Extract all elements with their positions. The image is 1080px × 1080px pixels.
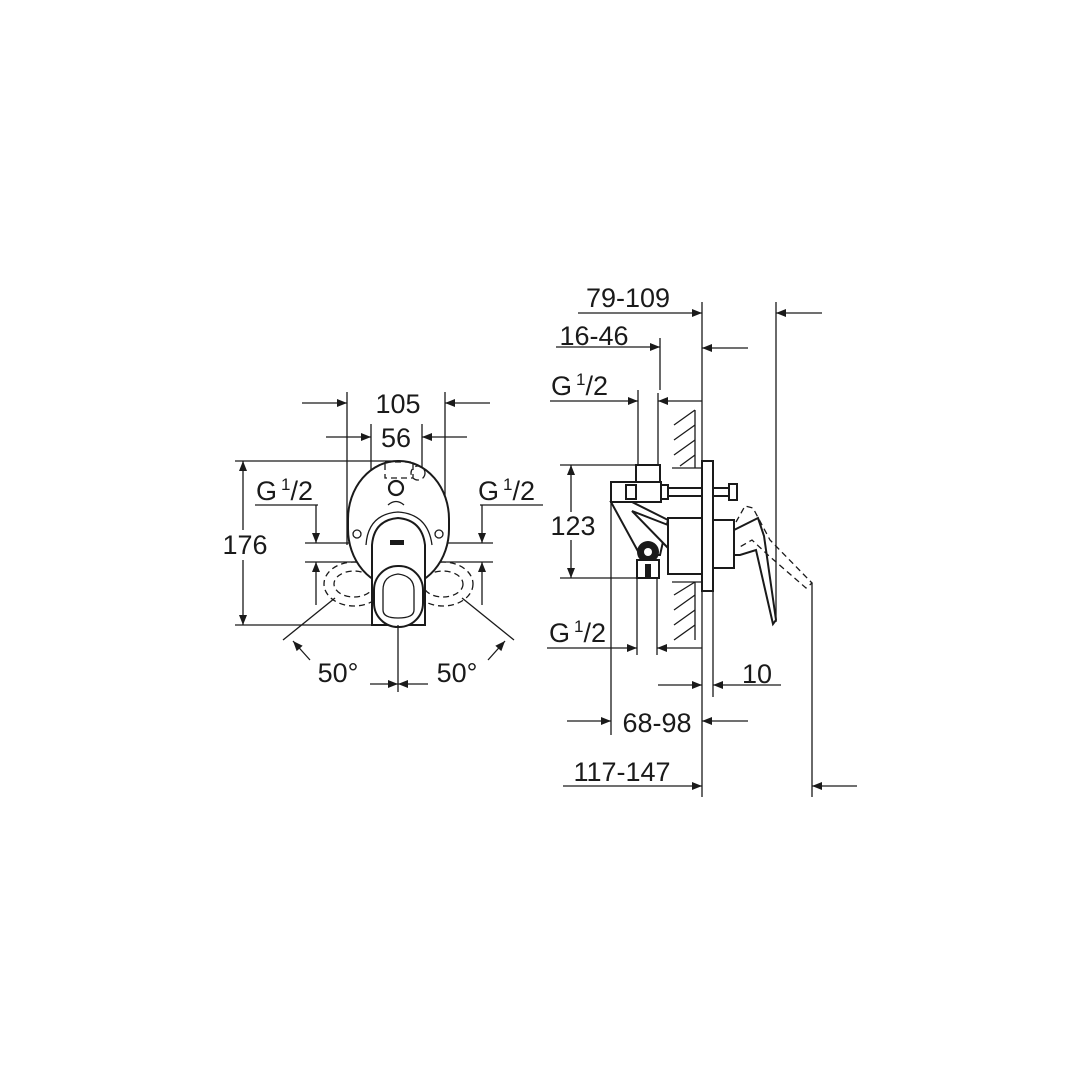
valve-body-side [609,464,738,579]
dimension-label: 117-147 [573,757,670,787]
dimension-label: 68-98 [622,708,691,738]
dimension-176: 176 [222,460,400,626]
dimension-label: 10 [742,659,772,689]
dimension-label: 123 [550,511,595,541]
dimension-label: 105 [375,389,420,419]
dimension-16-46: 16-46 [556,321,748,390]
angle-label-left: 50° [318,658,359,688]
lever-side [733,516,778,627]
wall-hatching [672,409,702,641]
angle-label-right: 50° [437,658,478,688]
rotation-angle-dimension: 50° 50° [282,597,515,692]
dimension-label: 176 [222,530,267,560]
dimension-label: 16-46 [559,321,628,351]
dimension-label: 79-109 [586,283,670,313]
dimension-79-109: 79-109 [578,283,822,317]
dimension-117-147: 117-147 [563,757,857,790]
mounting-plate [701,460,714,592]
dimension-label: 56 [381,423,411,453]
dimension-105: 105 [302,389,490,545]
dimension-68-98: 68-98 [567,708,748,738]
diverter-knob [387,479,405,497]
dimension-10: 10 [658,591,781,697]
